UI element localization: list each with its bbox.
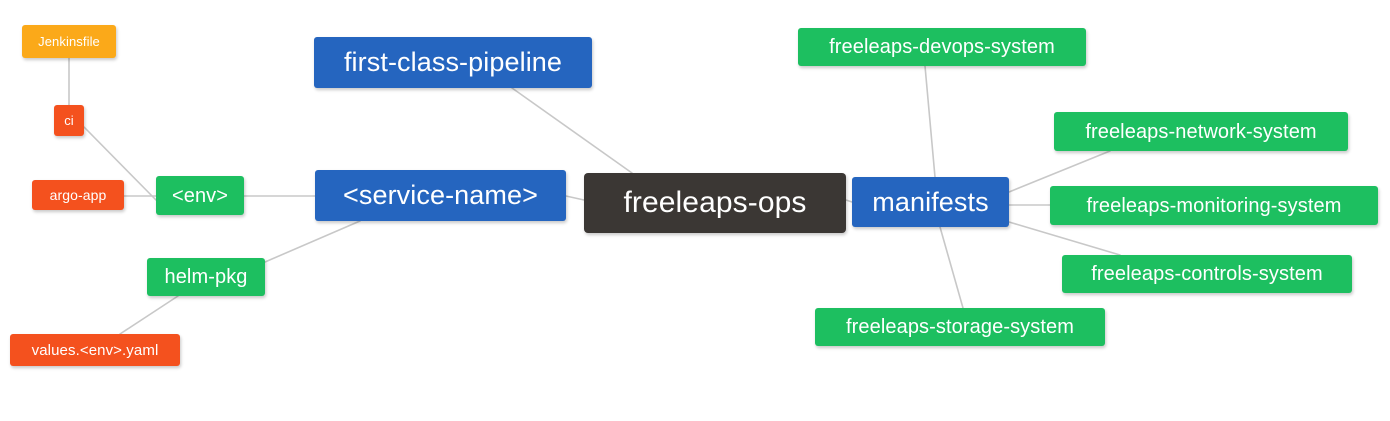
node-label: first-class-pipeline [343,47,563,77]
node-label: freeleaps-ops [623,186,807,219]
node-ci[interactable]: ci [54,105,84,136]
node-env[interactable]: <env> [156,176,244,215]
node-label: ci [64,113,74,128]
node-freeleaps-devops-system[interactable]: freeleaps-devops-system [798,28,1086,66]
node-argo-app[interactable]: argo-app [32,180,124,210]
edge-values-yaml-to-helm-pkg [119,295,179,335]
edge-first-class-pipeline-to-freeleaps-ops [511,87,633,174]
node-first-class-pipeline[interactable]: first-class-pipeline [314,37,592,88]
edge-manifests-to-freeleaps-devops-system [924,65,936,178]
node-label: freeleaps-monitoring-system [1086,194,1342,217]
node-freeleaps-ops[interactable]: freeleaps-ops [584,173,846,233]
node-manifests[interactable]: manifests [852,177,1009,227]
node-freeleaps-storage-system[interactable]: freeleaps-storage-system [815,308,1105,346]
node-label: helm-pkg [164,266,248,288]
node-freeleaps-network-system[interactable]: freeleaps-network-system [1054,112,1348,151]
node-label: argo-app [49,187,107,203]
node-label: freeleaps-network-system [1085,120,1317,143]
node-label: <env> [171,184,229,207]
node-label: freeleaps-devops-system [829,36,1055,58]
edge-manifests-to-freeleaps-storage-system [939,226,964,309]
node-service-name[interactable]: <service-name> [315,170,566,221]
node-label: Jenkinsfile [38,34,100,49]
node-label: freeleaps-storage-system [845,316,1075,338]
node-label: values.<env>.yaml [31,341,159,359]
node-freeleaps-monitoring-system[interactable]: freeleaps-monitoring-system [1050,186,1378,225]
node-helm-pkg[interactable]: helm-pkg [147,258,265,296]
edge-service-name-to-freeleaps-ops [565,195,585,201]
node-freeleaps-controls-system[interactable]: freeleaps-controls-system [1062,255,1352,293]
node-label: <service-name> [343,180,538,210]
node-label: manifests [872,186,989,217]
edge-helm-pkg-to-service-name [264,220,361,263]
node-jenkinsfile[interactable]: Jenkinsfile [22,25,116,58]
edge-manifests-to-freeleaps-controls-system [1008,221,1121,256]
node-label: freeleaps-controls-system [1091,263,1323,285]
node-values-yaml[interactable]: values.<env>.yaml [10,334,180,366]
